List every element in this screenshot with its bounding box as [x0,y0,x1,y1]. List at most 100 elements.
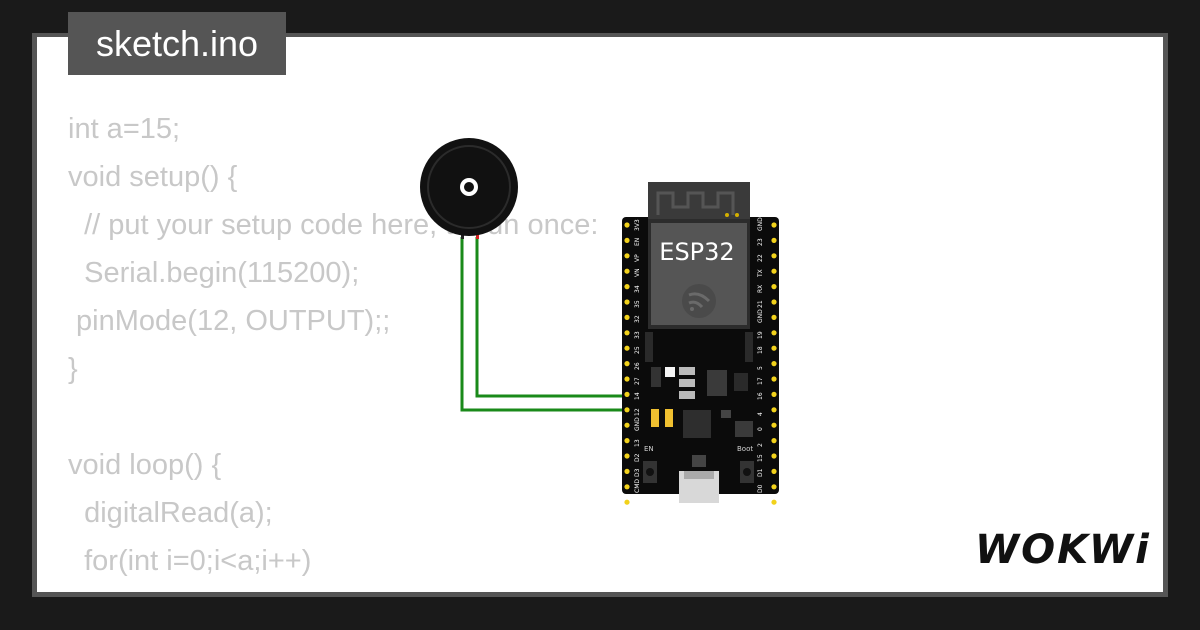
header-pin[interactable] [771,222,777,228]
header-pin[interactable] [771,438,777,444]
wires [460,237,627,412]
header-pin[interactable] [624,237,630,243]
header-pin[interactable] [624,391,630,397]
code-line: for(int i=0;i<a;i++) [68,545,312,577]
pin-label: 25 [634,346,641,355]
code-line: digitalRead(a); [68,497,273,529]
wire-gnd[interactable] [460,237,627,412]
pin-label: D0 [757,484,764,493]
file-tab[interactable]: sketch.ino [68,12,286,75]
header-pin[interactable] [771,391,777,397]
pin-label: 5V [634,500,641,509]
header-pin[interactable] [771,422,777,428]
header-pin[interactable] [624,253,630,259]
code-line: Serial.begin(115200); [68,257,360,289]
header-pin[interactable] [771,453,777,459]
header-pin[interactable] [624,314,630,320]
header-pin[interactable] [771,299,777,305]
pin-label: 34 [634,284,641,293]
wokwi-logo: WOKWi [975,527,1151,573]
header-pin[interactable] [624,468,630,474]
header-pin[interactable] [624,407,630,413]
header-pin[interactable] [624,330,630,336]
header-pin[interactable] [771,268,777,274]
boot-button-label: Boot [737,445,754,453]
esp32-board[interactable] [622,182,779,505]
pin-label: 35 [634,300,641,308]
pin-label: 22 [757,254,764,262]
pin-label: 23 [757,238,764,247]
pin-label: 2 [757,442,764,447]
preview-card: int a=15; void setup() { // put your set… [37,37,1163,592]
en-button-label: EN [644,445,654,453]
code-line: pinMode(12, OUTPUT);; [68,305,391,337]
code-line: void setup() { [68,161,238,193]
pin-label: 32 [634,315,641,324]
pin-label: EN [634,238,641,247]
header-pin[interactable] [771,407,777,413]
pin-label: 12 [634,408,641,416]
header-pin[interactable] [624,453,630,459]
pin-label: GND [634,417,641,432]
pin-label: 18 [757,346,764,355]
header-pin[interactable] [771,237,777,243]
pin-label: D2 [634,453,641,462]
header-pin[interactable] [771,376,777,382]
header-pin[interactable] [624,499,630,505]
header-pin[interactable] [771,484,777,490]
espressif-logo-icon [682,284,716,318]
header-pin[interactable] [771,361,777,367]
pin-label: VP [634,254,641,262]
pin-label: CLK [757,496,764,509]
pin-label: 5 [757,365,764,370]
pin-label: TX [757,269,764,278]
pin-label: GND [757,309,764,324]
code-line: // put your setup code here, to run once… [68,209,599,241]
pin-label: 16 [757,392,764,401]
header-pin[interactable] [624,345,630,351]
header-pin[interactable] [771,499,777,505]
pin-label: 21 [757,300,764,308]
left-pin-header [624,222,630,505]
header-pin[interactable] [624,284,630,290]
pin-label: 14 [634,392,641,401]
header-pin[interactable] [771,253,777,259]
pin-label: VN [634,268,641,278]
pin-label: 15 [757,454,764,462]
pin-label: 33 [634,331,641,339]
code-line: } [68,353,78,385]
header-pin[interactable] [771,468,777,474]
code-line: void loop() { [68,449,222,481]
pin-label: 27 [634,377,641,385]
header-pin[interactable] [624,222,630,228]
header-pin[interactable] [624,422,630,428]
pin-label: 3V3 [634,219,641,231]
pin-label: D1 [757,468,764,478]
header-pin[interactable] [624,268,630,274]
pin-label: 13 [634,438,641,447]
header-pin[interactable] [624,361,630,367]
pin-label: 4 [757,411,764,416]
header-pin[interactable] [624,376,630,382]
header-pin[interactable] [771,345,777,351]
header-pin[interactable] [771,314,777,320]
pin-label: 26 [634,361,641,370]
pin-label: CMD [634,478,641,493]
pin-label: 19 [757,331,764,339]
pin-label: 0 [757,427,764,432]
board-label: ESP32 [659,238,735,266]
code-line: int a=15; [68,113,181,145]
header-pin[interactable] [624,438,630,444]
pin-label: 17 [757,377,764,385]
buzzer-icon[interactable] [420,138,518,239]
header-pin[interactable] [624,299,630,305]
pin-label: GND [757,217,764,231]
header-pin[interactable] [771,330,777,336]
header-pin[interactable] [771,284,777,290]
right-pin-header [771,222,777,505]
wire-pin12[interactable] [475,237,627,398]
pin-label: D3 [634,468,641,478]
header-pin[interactable] [624,484,630,490]
code-preview: int a=15; void setup() { // put your set… [68,105,598,592]
